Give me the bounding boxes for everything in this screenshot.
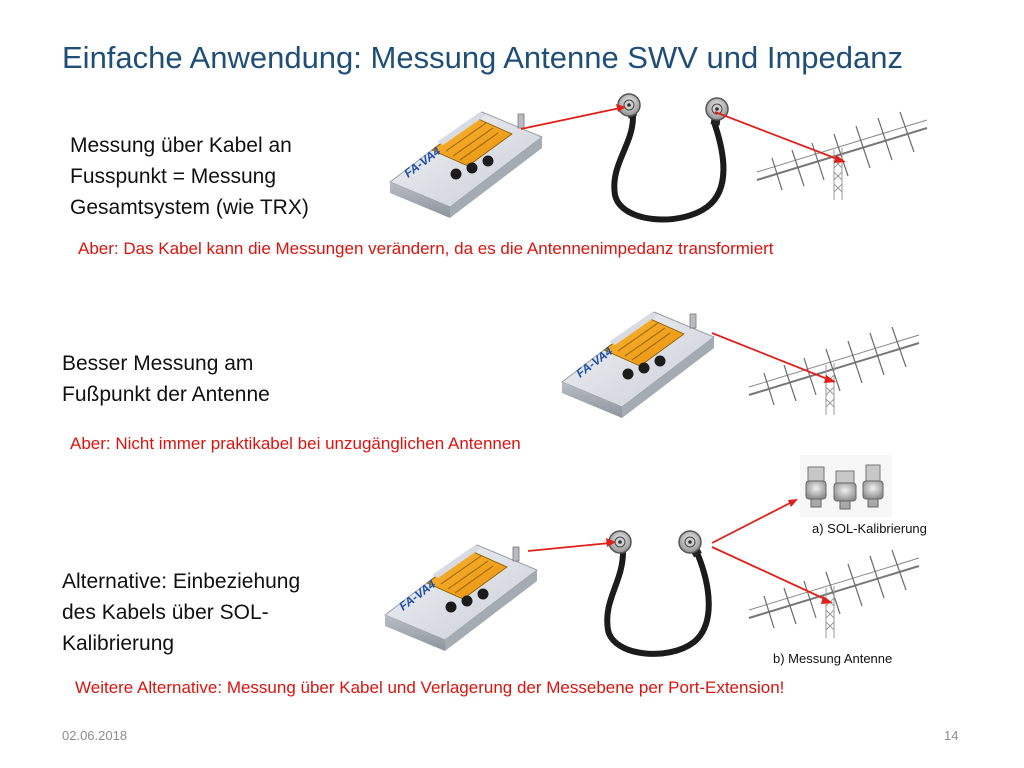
caption-measure-antenna: b) Messung Antenne (773, 651, 893, 666)
footer-date: 02.06.2018 (62, 728, 128, 743)
section2-line-1: Besser Messung am (62, 352, 254, 375)
section3-line-3: Kalibrierung (62, 632, 175, 655)
coax-cable-image-1 (611, 93, 729, 223)
section1-note: Aber: Das Kabel kann die Messungen verän… (78, 239, 774, 258)
sol-calibration-kit-image (800, 455, 892, 517)
section3-line-1: Alternative: Einbeziehung (62, 570, 301, 593)
section1-line-1: Messung über Kabel an (70, 134, 292, 157)
section1-text: Messung über Kabel an Fusspunkt = Messun… (70, 130, 309, 223)
section2-note: Aber: Nicht immer praktikabel bei unzugä… (70, 434, 521, 453)
section3-line-2: des Kabels über SOL- (62, 601, 269, 624)
coax-cable-image-3 (604, 530, 712, 657)
section1-line-2: Fusspunkt = Messung (70, 165, 277, 188)
slide-title: Einfache Anwendung: Messung Antenne SWV … (62, 40, 904, 75)
section2-text: Besser Messung am Fußpunkt der Antenne (62, 348, 270, 410)
sol-connector-load (862, 464, 884, 508)
caption-sol-calibration: a) SOL-Kalibrierung (812, 521, 927, 536)
section3-note: Weitere Alternative: Messung über Kabel … (75, 678, 785, 697)
section3-text: Alternative: Einbeziehung des Kabels übe… (62, 566, 300, 659)
section2-line-2: Fußpunkt der Antenne (62, 383, 270, 406)
footer-page-number: 14 (944, 728, 959, 743)
section1-line-3: Gesamtsystem (wie TRX) (70, 196, 309, 219)
sol-connector-short (833, 470, 857, 510)
sol-connector-open (805, 466, 827, 508)
